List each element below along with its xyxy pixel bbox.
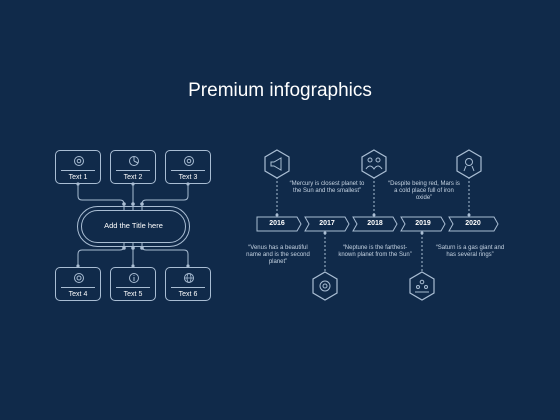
card-label: Text 4 bbox=[68, 291, 88, 298]
card-label: Text 2 bbox=[123, 174, 143, 181]
quote-2018: “Neptune is the farthest-known planet fr… bbox=[338, 245, 412, 259]
quote-2016: “Venus has a beautiful name and is the s… bbox=[246, 245, 310, 266]
card-text-2: Text 2 bbox=[110, 150, 156, 184]
card-text-1: Text 1 bbox=[55, 150, 101, 184]
hub-title-pill: Add the Title here bbox=[77, 206, 190, 247]
year-2019: 2019 bbox=[415, 220, 431, 227]
team-icon bbox=[365, 157, 383, 170]
year-2018: 2018 bbox=[367, 220, 383, 227]
card-label: Text 6 bbox=[178, 291, 198, 298]
gear-icon bbox=[184, 156, 194, 166]
user-award-icon bbox=[463, 158, 475, 172]
globe-icon bbox=[184, 273, 194, 283]
year-2020: 2020 bbox=[465, 220, 481, 227]
card-text-5: Text 5 bbox=[110, 267, 156, 301]
hub-title: Add the Title here bbox=[104, 221, 163, 230]
card-text-3: Text 3 bbox=[165, 150, 211, 184]
pie-chart-icon bbox=[129, 156, 139, 166]
page-title: Premium infographics bbox=[188, 80, 372, 101]
target-icon bbox=[319, 280, 331, 292]
info-icon bbox=[129, 273, 139, 283]
card-text-4: Text 4 bbox=[55, 267, 101, 301]
quote-2017: “Mercury is closest planet to the Sun an… bbox=[289, 181, 365, 195]
target-icon bbox=[74, 273, 84, 283]
card-text-6: Text 6 bbox=[165, 267, 211, 301]
card-label: Text 5 bbox=[123, 291, 143, 298]
quote-2020: “Saturn is a gas giant and has several r… bbox=[435, 245, 505, 259]
year-2016: 2016 bbox=[269, 220, 285, 227]
gear-icon bbox=[74, 156, 84, 166]
quote-2019: “Despite being red, Mars is a cold place… bbox=[388, 181, 460, 202]
card-label: Text 3 bbox=[178, 174, 198, 181]
team-icon bbox=[415, 279, 429, 293]
card-label: Text 1 bbox=[68, 174, 88, 181]
megaphone-icon bbox=[270, 157, 282, 171]
year-2017: 2017 bbox=[319, 220, 335, 227]
